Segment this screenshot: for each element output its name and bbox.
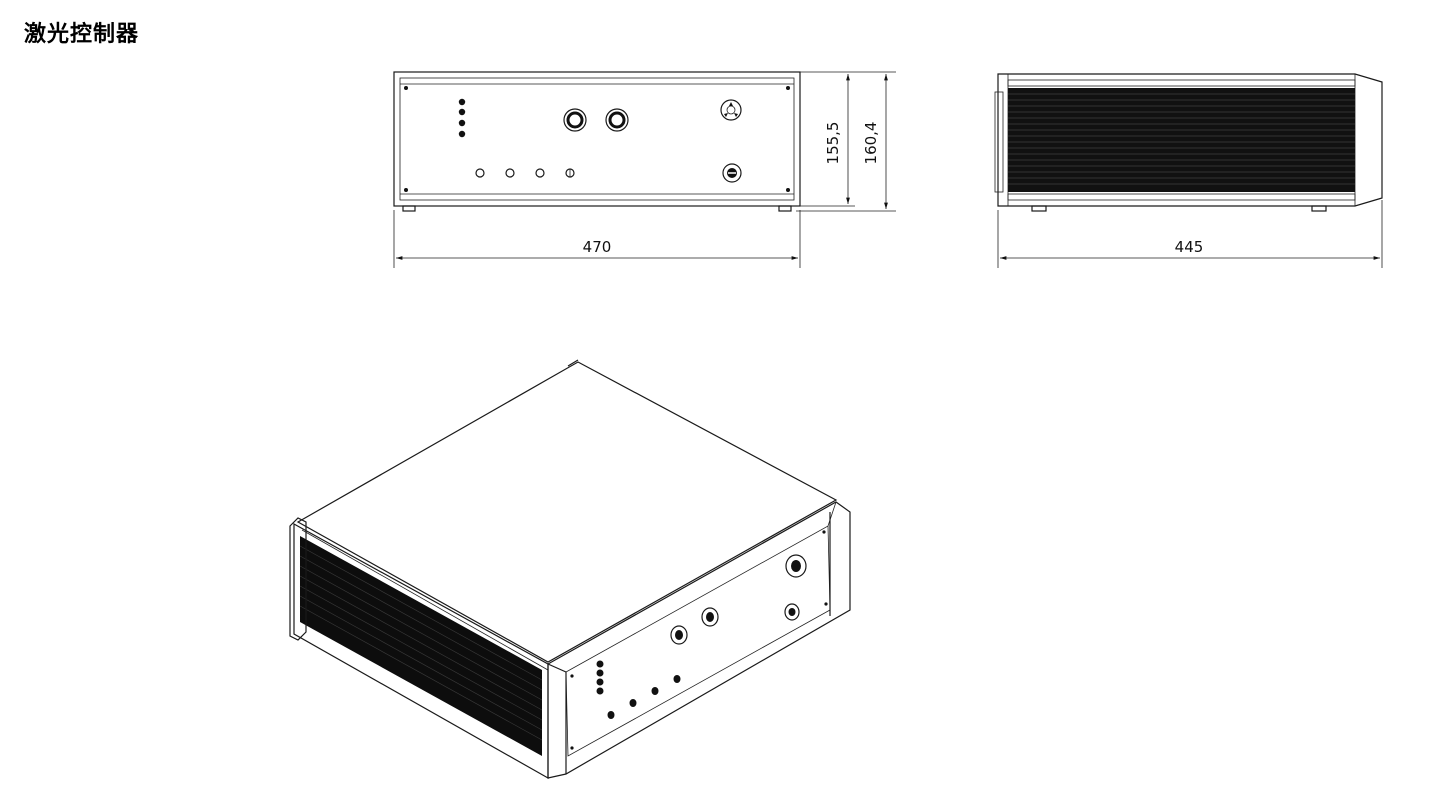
button-icon	[505, 168, 515, 178]
led-icon	[596, 678, 604, 686]
led-icon	[458, 130, 466, 138]
foot	[402, 205, 416, 212]
screw-icon	[404, 188, 408, 192]
button-icon	[651, 687, 659, 695]
front-inner-frame	[399, 77, 795, 201]
button-icon	[535, 168, 545, 178]
height-inner-label: 155,5	[824, 122, 842, 165]
emergency-stop-icon	[784, 603, 800, 621]
side-view: 445	[994, 73, 1383, 268]
button-icon	[607, 711, 615, 719]
drawing-title: 激光控制器	[24, 22, 140, 47]
vent-lines	[1008, 93, 1355, 185]
isometric-view	[289, 359, 851, 780]
screw-icon	[404, 86, 408, 90]
screw-icon	[786, 86, 790, 90]
key-switch-icon	[720, 99, 742, 121]
front-view: 470 155,5 160,4	[393, 71, 896, 268]
width-dimension-label: 470	[583, 238, 612, 256]
foot	[1311, 205, 1327, 212]
button-icon	[673, 675, 681, 683]
led-icon	[458, 108, 466, 116]
height-outer-label: 160,4	[862, 122, 880, 165]
iso-top-surface	[296, 361, 838, 663]
led-icon	[596, 669, 604, 677]
connector-icon	[670, 625, 688, 645]
screw-icon	[786, 188, 790, 192]
depth-dimension-label: 445	[1175, 238, 1204, 256]
button-icon	[629, 699, 637, 707]
emergency-stop-icon	[722, 163, 742, 183]
iso-side-vent-panel	[300, 536, 542, 756]
foot	[1031, 205, 1047, 212]
connector-left	[563, 108, 587, 132]
connector-right	[605, 108, 629, 132]
led-icon	[458, 98, 466, 106]
button-icon	[475, 168, 485, 178]
iso-front-panel	[547, 501, 851, 779]
led-column	[458, 98, 466, 138]
led-icon	[596, 687, 604, 695]
front-outer-frame	[393, 71, 801, 207]
led-icon	[596, 660, 604, 668]
led-icon	[458, 119, 466, 127]
foot	[778, 205, 792, 212]
connector-icon	[701, 607, 719, 627]
side-vent-panel	[1008, 88, 1355, 192]
key-switch-icon	[785, 554, 807, 578]
